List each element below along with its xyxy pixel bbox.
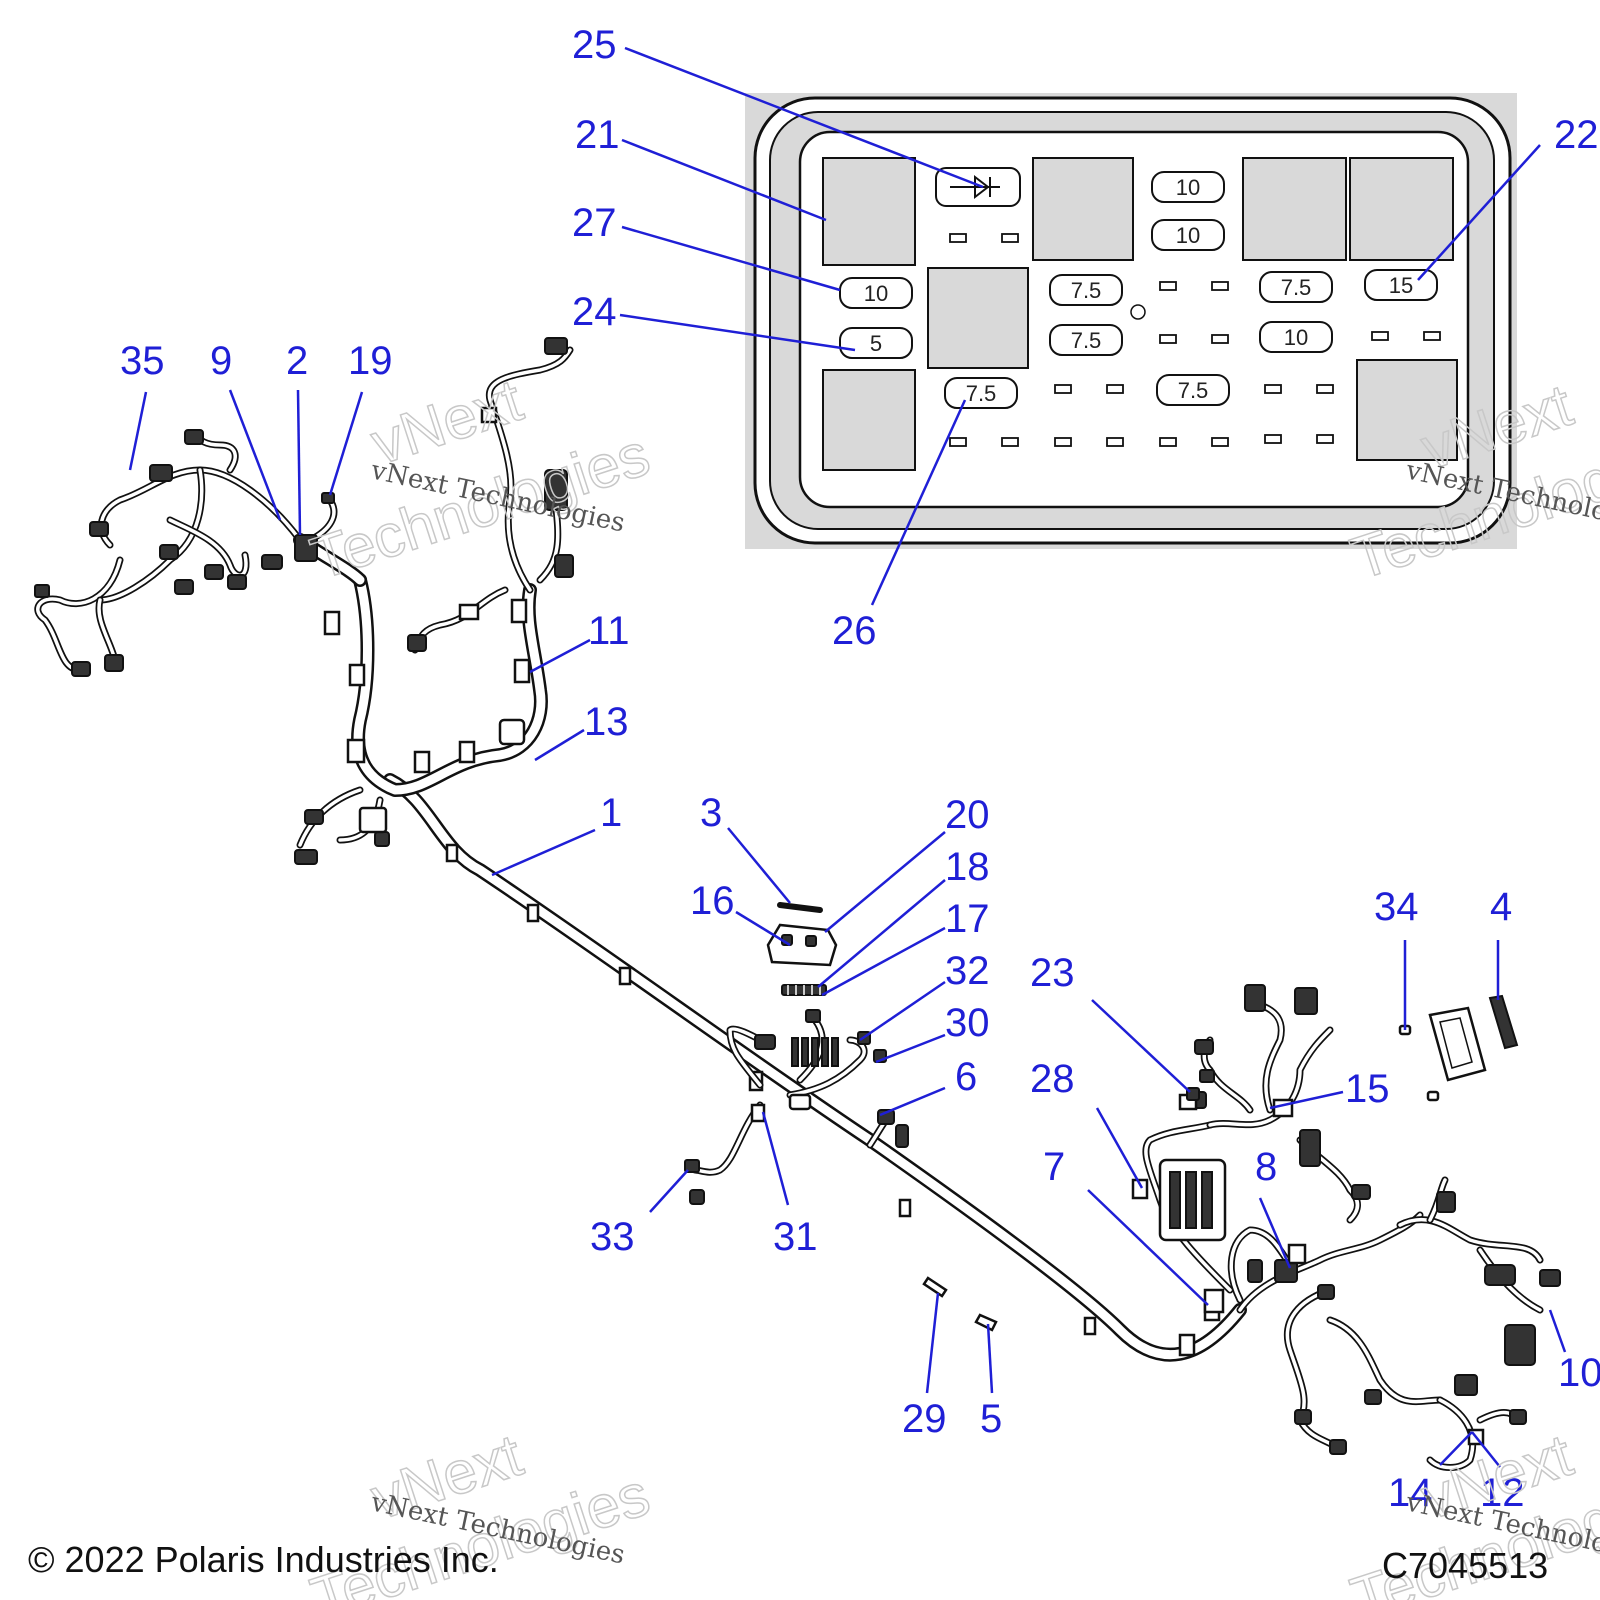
leader-lines <box>128 46 1567 1468</box>
dash-harness-branch <box>407 337 574 654</box>
connector-bank <box>791 1037 839 1067</box>
empty-fuse-slots <box>949 233 1441 447</box>
svg-text:10: 10 <box>1176 223 1200 248</box>
item-3-strip <box>777 902 823 913</box>
item-34-module <box>1428 1006 1487 1082</box>
callout-22: 22 <box>1554 113 1599 157</box>
callout-25: 25 <box>572 23 617 67</box>
callout-5: 5 <box>980 1397 1002 1441</box>
fuse-7-5-center-bottom: 7.5 <box>1156 374 1230 406</box>
callout-32: 32 <box>945 949 990 993</box>
callout-4: 4 <box>1490 885 1512 929</box>
callout-11: 11 <box>588 609 630 653</box>
callout-17: 17 <box>945 897 990 941</box>
callout-3: 3 <box>700 791 722 835</box>
fuse-7-5-item26: 7.5 <box>944 377 1018 409</box>
callout-31: 31 <box>773 1215 818 1259</box>
front-harness-branches <box>34 429 531 865</box>
callout-18: 18 <box>945 845 990 889</box>
fuse-10-right: 10 <box>1259 321 1333 353</box>
callout-13: 13 <box>584 700 629 744</box>
svg-text:15: 15 <box>1389 273 1413 298</box>
callout-27: 27 <box>572 201 617 245</box>
relay-1 <box>822 157 916 266</box>
callout-26: 26 <box>832 609 877 653</box>
callout-21: 21 <box>575 113 620 157</box>
callout-2: 2 <box>286 339 308 383</box>
relay-5 <box>1242 157 1347 261</box>
callout-35: 35 <box>120 339 165 383</box>
relay-7 <box>1356 359 1458 461</box>
item-17-terminal-strip <box>781 984 827 996</box>
callout-34: 34 <box>1374 885 1419 929</box>
item-29-part <box>922 1276 948 1298</box>
callout-9: 9 <box>210 339 232 383</box>
callout-30: 30 <box>945 1001 990 1045</box>
svg-text:7.5: 7.5 <box>1071 278 1102 303</box>
fuse-7-5-right: 7.5 <box>1259 271 1333 303</box>
fuse-10-second: 10 <box>1151 219 1225 251</box>
item-5-part <box>974 1313 998 1332</box>
callout-7: 7 <box>1043 1145 1065 1189</box>
item-4-strip <box>1488 994 1519 1050</box>
rear-harness-branches <box>1131 984 1561 1471</box>
callout-33: 33 <box>590 1215 635 1259</box>
callout-1: 1 <box>600 791 622 835</box>
loose-parts <box>766 902 1519 1332</box>
callout-20: 20 <box>945 793 990 837</box>
svg-text:7.5: 7.5 <box>1071 328 1102 353</box>
svg-text:10: 10 <box>1176 175 1200 200</box>
relay-2 <box>927 267 1029 369</box>
callout-24: 24 <box>572 290 617 334</box>
svg-text:5: 5 <box>870 331 882 356</box>
relay-3 <box>822 369 916 471</box>
callout-12: 12 <box>1480 1471 1525 1515</box>
svg-text:7.5: 7.5 <box>1281 275 1312 300</box>
callout-19: 19 <box>348 339 393 383</box>
center-harness-branch <box>684 1009 909 1205</box>
relay-4 <box>1032 157 1134 261</box>
svg-text:10: 10 <box>1284 325 1308 350</box>
callout-labels: 25 21 27 24 22 26 35 9 2 19 11 13 1 3 16… <box>120 23 1600 1515</box>
callout-28: 28 <box>1030 1057 1075 1101</box>
main-harness <box>293 533 1247 1362</box>
callout-10: 10 <box>1558 1351 1600 1395</box>
relay-6 <box>1349 157 1454 261</box>
fuse-10-top: 10 <box>1151 171 1225 203</box>
svg-text:7.5: 7.5 <box>966 381 997 406</box>
svg-text:10: 10 <box>864 281 888 306</box>
fuse-7-5-center-mid: 7.5 <box>1049 324 1123 356</box>
diagram-part-code: C7045513 <box>1382 1545 1548 1586</box>
fuse-5-item24: 5 <box>839 327 913 359</box>
fuse-7-5-center-top: 7.5 <box>1049 274 1123 306</box>
callout-23: 23 <box>1030 951 1075 995</box>
copyright-notice: © 2022 Polaris Industries Inc. <box>28 1539 499 1580</box>
fuse-10-item27: 10 <box>839 277 913 309</box>
callout-8: 8 <box>1255 1145 1277 1189</box>
control-module <box>1158 1158 1227 1242</box>
callout-16: 16 <box>690 879 735 923</box>
callout-29: 29 <box>902 1397 947 1441</box>
fuse-15-item22: 15 <box>1364 269 1438 301</box>
callout-14: 14 <box>1388 1471 1433 1515</box>
callout-6: 6 <box>955 1055 977 1099</box>
fuse-box-inset: 10 10 10 5 7.5 7.5 7.5 7.5 <box>745 93 1517 549</box>
callout-15: 15 <box>1345 1067 1390 1111</box>
svg-text:7.5: 7.5 <box>1178 378 1209 403</box>
item-16-fuse-holder <box>766 923 838 967</box>
